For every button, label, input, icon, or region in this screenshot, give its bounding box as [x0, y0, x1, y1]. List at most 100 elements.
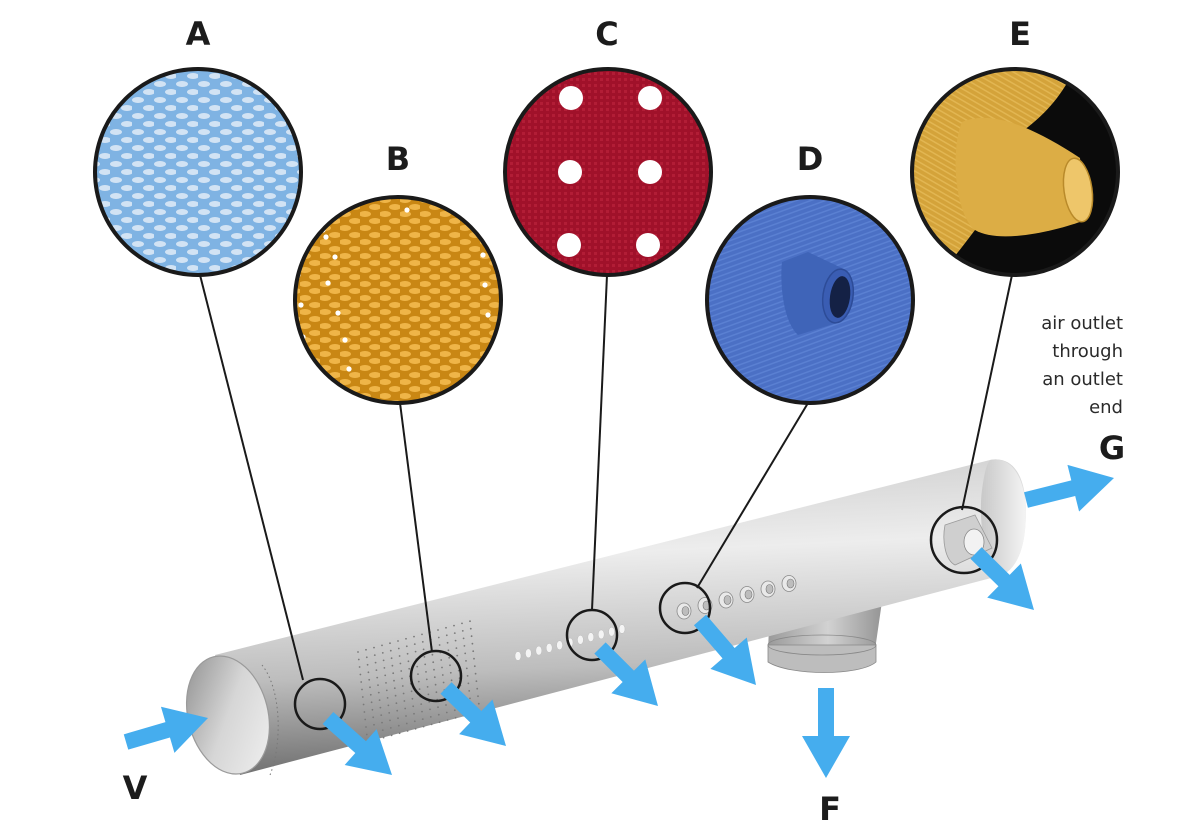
micro-hole: [477, 695, 479, 698]
fabric-micro-hole: [485, 312, 491, 318]
micro-hole: [413, 643, 416, 645]
perforation-hole: [535, 645, 543, 656]
micro-hole: [393, 687, 396, 690]
micro-hole: [404, 707, 407, 710]
micro-hole: [449, 671, 452, 674]
leader-line-b: [399, 402, 433, 653]
micro-hole: [365, 648, 367, 651]
micro-hole: [418, 688, 421, 690]
fabric-micro-hole: [335, 310, 341, 316]
nozzle-hole: [681, 606, 690, 616]
marker-c: [565, 608, 619, 662]
arrow-outlet-b: [440, 682, 506, 746]
micro-hole: [473, 657, 475, 660]
micro-hole: [462, 637, 465, 640]
micro-hole: [390, 657, 393, 660]
micro-hole: [433, 676, 436, 679]
micro-hole: [407, 660, 410, 663]
micro-hole: [381, 644, 383, 647]
diagram-canvas: [93, 67, 1120, 778]
micro-hole: [474, 672, 477, 675]
fabric-micro-hole: [320, 202, 326, 208]
micro-hole: [405, 637, 407, 640]
micro-hole: [389, 642, 391, 645]
micro-hole: [424, 663, 427, 666]
micro-hole: [405, 715, 407, 717]
micro-hole: [381, 652, 384, 654]
end-outlet-note: air outlet through an outlet end: [1041, 310, 1123, 422]
micro-hole: [358, 666, 361, 668]
micro-hole: [397, 724, 400, 727]
micro-hole: [385, 689, 388, 692]
micro-hole: [369, 686, 371, 689]
nozzle-hole: [723, 595, 732, 605]
micro-hole: [399, 662, 402, 665]
micro-hole: [441, 674, 444, 676]
micro-hole: [465, 660, 467, 662]
micro-hole: [476, 687, 479, 690]
micro-hole: [414, 727, 417, 730]
micro-hole: [364, 718, 367, 721]
micro-hole: [446, 719, 449, 721]
micro-hole: [453, 709, 456, 712]
micro-hole: [427, 693, 430, 696]
micro-hole: [463, 645, 466, 647]
micro-hole: [468, 690, 471, 692]
micro-hole: [421, 633, 423, 636]
micro-hole: [426, 686, 429, 688]
micro-hole: [454, 639, 457, 642]
perforation-hole: [545, 643, 553, 653]
leader-line-a: [199, 274, 304, 681]
micro-hole: [422, 725, 425, 728]
perforation-hole: [525, 648, 532, 659]
micro-hole: [449, 664, 451, 667]
micro-hole: [450, 679, 453, 682]
micro-hole: [389, 649, 392, 652]
micro-hole: [454, 716, 457, 719]
micro-hole: [421, 710, 423, 713]
micro-hole: [413, 712, 415, 715]
micro-hole: [373, 723, 375, 726]
micro-hole: [414, 650, 417, 653]
micro-hole: [438, 721, 441, 724]
note-line: end: [1089, 397, 1123, 418]
marker-a: [293, 677, 347, 731]
micro-hole: [442, 681, 445, 684]
micro-hole: [391, 664, 394, 667]
detail-circle-b: [293, 195, 503, 405]
micro-hole: [433, 668, 435, 671]
micro-hole: [395, 702, 398, 705]
pipe-body: [215, 459, 1026, 775]
label-bottom-outlet: F: [819, 790, 841, 828]
micro-hole: [411, 697, 414, 700]
micro-hole: [429, 716, 432, 718]
micro-hole: [376, 676, 379, 679]
micro-hole: [437, 636, 440, 639]
micro-hole: [402, 692, 405, 695]
micro-hole: [380, 714, 383, 716]
micro-hole: [413, 635, 415, 638]
perforation-hole: [556, 640, 563, 650]
micro-hole: [429, 708, 431, 711]
label-e: E: [1009, 15, 1031, 53]
micro-hole: [475, 680, 478, 683]
micro-hole: [370, 701, 373, 704]
micro-hole: [425, 678, 428, 681]
duct-pipe: [185, 459, 1026, 776]
micro-hole: [401, 677, 403, 680]
micro-hole: [394, 694, 397, 697]
micro-hole: [420, 703, 423, 705]
micro-hole: [396, 709, 399, 712]
micro-hole: [398, 655, 401, 657]
micro-hole: [441, 666, 443, 669]
micro-hole: [405, 722, 408, 725]
marker-e: [929, 505, 999, 575]
micro-hole: [422, 648, 425, 651]
micro-hole: [408, 667, 411, 670]
micro-hole: [401, 685, 404, 687]
arrow-outlet-bottom: [802, 688, 850, 778]
micro-hole: [382, 736, 385, 739]
micro-hole: [406, 730, 409, 732]
micro-hole: [359, 673, 362, 676]
micro-hole: [445, 704, 447, 706]
